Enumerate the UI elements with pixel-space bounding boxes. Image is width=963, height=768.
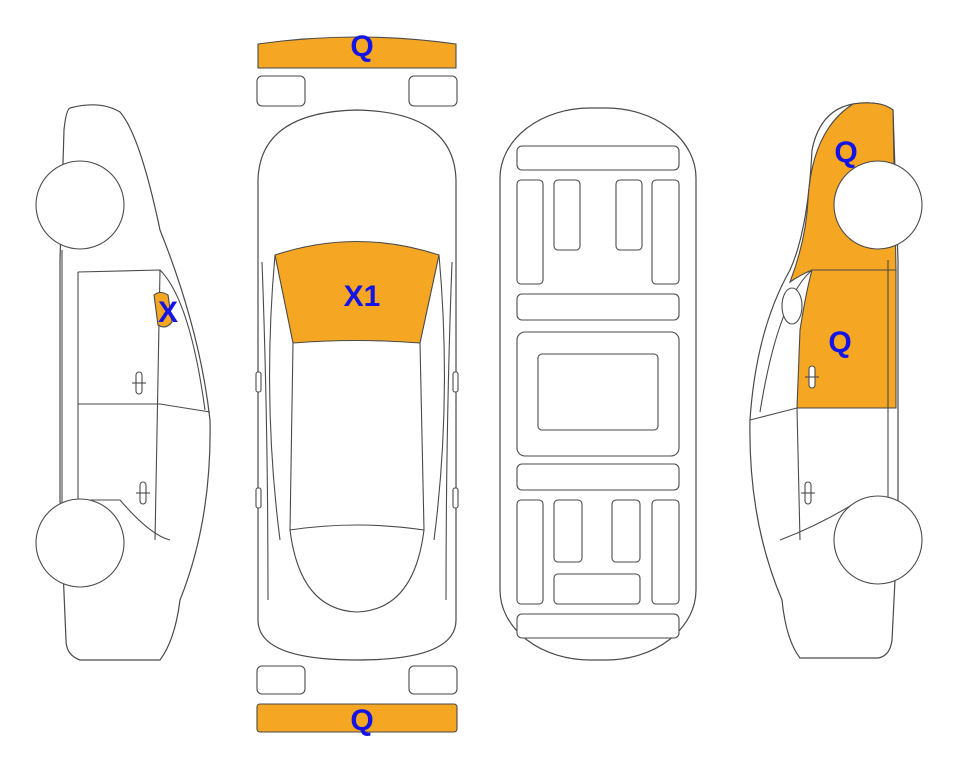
top-view-right-a-line (445, 261, 453, 601)
underbody-mid-crossmember-1 (516, 293, 680, 321)
underbody-mid-crossmember-2 (516, 463, 680, 491)
left-side-rear-door-handle (136, 481, 150, 505)
windshield-mark: X1 (344, 280, 381, 313)
top-view-right-mirror (452, 371, 459, 393)
top-view-left-a-line (261, 261, 269, 601)
underbody-rear-tank (553, 573, 641, 605)
underbody-front-right-rail (651, 179, 680, 285)
underbody-center-panel (537, 353, 659, 431)
right-rear-door-mark: Q (828, 326, 851, 359)
front-bumper-damage (257, 36, 457, 69)
right-side-front-wheel (833, 495, 923, 585)
top-view-body (257, 109, 457, 661)
left-side-mirror-damage (153, 291, 173, 328)
top-view-roof (289, 342, 425, 531)
front-bumper-mark: Q (350, 30, 373, 63)
underbody-view (499, 107, 697, 661)
top-view-left-inner (269, 254, 281, 541)
rear-right-lamp (408, 665, 458, 695)
front-right-lamp (408, 75, 458, 107)
top-view-right-handle (452, 487, 459, 509)
right-side-fuel-cap (781, 287, 803, 325)
top-view-left-mirror (255, 371, 262, 393)
underbody-rear-crossmember (516, 613, 680, 639)
left-side-window-line (77, 269, 206, 411)
left-side-view (35, 104, 211, 661)
right-side-pillar (796, 407, 801, 541)
left-side-lower-line (78, 499, 171, 541)
left-door-mirror-mark: X (158, 296, 178, 329)
right-side-front-door-handle (801, 481, 815, 505)
right-side-rear-wheel (833, 160, 923, 250)
underbody-rear-left-rail (516, 499, 544, 605)
top-view (255, 36, 459, 733)
top-view-right-inner (433, 254, 445, 541)
underbody-rear-left-inner (553, 499, 583, 563)
right-side-window-line (759, 269, 813, 413)
left-side-front-door-handle (132, 371, 146, 395)
underbody-front-right-inner (615, 179, 643, 251)
right-rear-fender-mark: Q (834, 136, 857, 169)
underbody-rear-right-rail (651, 499, 680, 605)
rear-bumper-mark: Q (350, 704, 373, 737)
front-left-lamp (256, 75, 306, 107)
right-side-view (749, 102, 923, 659)
left-side-front-wheel (35, 160, 125, 250)
underbody-front-left-rail (516, 179, 544, 285)
underbody-front-crossmember (516, 145, 680, 171)
rear-bumper-damage (256, 703, 458, 733)
left-side-door-split (78, 403, 211, 413)
underbody-front-left-inner (553, 179, 581, 251)
top-view-rear-glass (289, 529, 425, 613)
rear-left-lamp (256, 665, 306, 695)
right-side-rear-door-handle (805, 365, 819, 389)
underbody-rear-right-inner (611, 499, 641, 563)
top-view-left-handle (255, 487, 262, 509)
left-side-rear-wheel (35, 498, 125, 588)
